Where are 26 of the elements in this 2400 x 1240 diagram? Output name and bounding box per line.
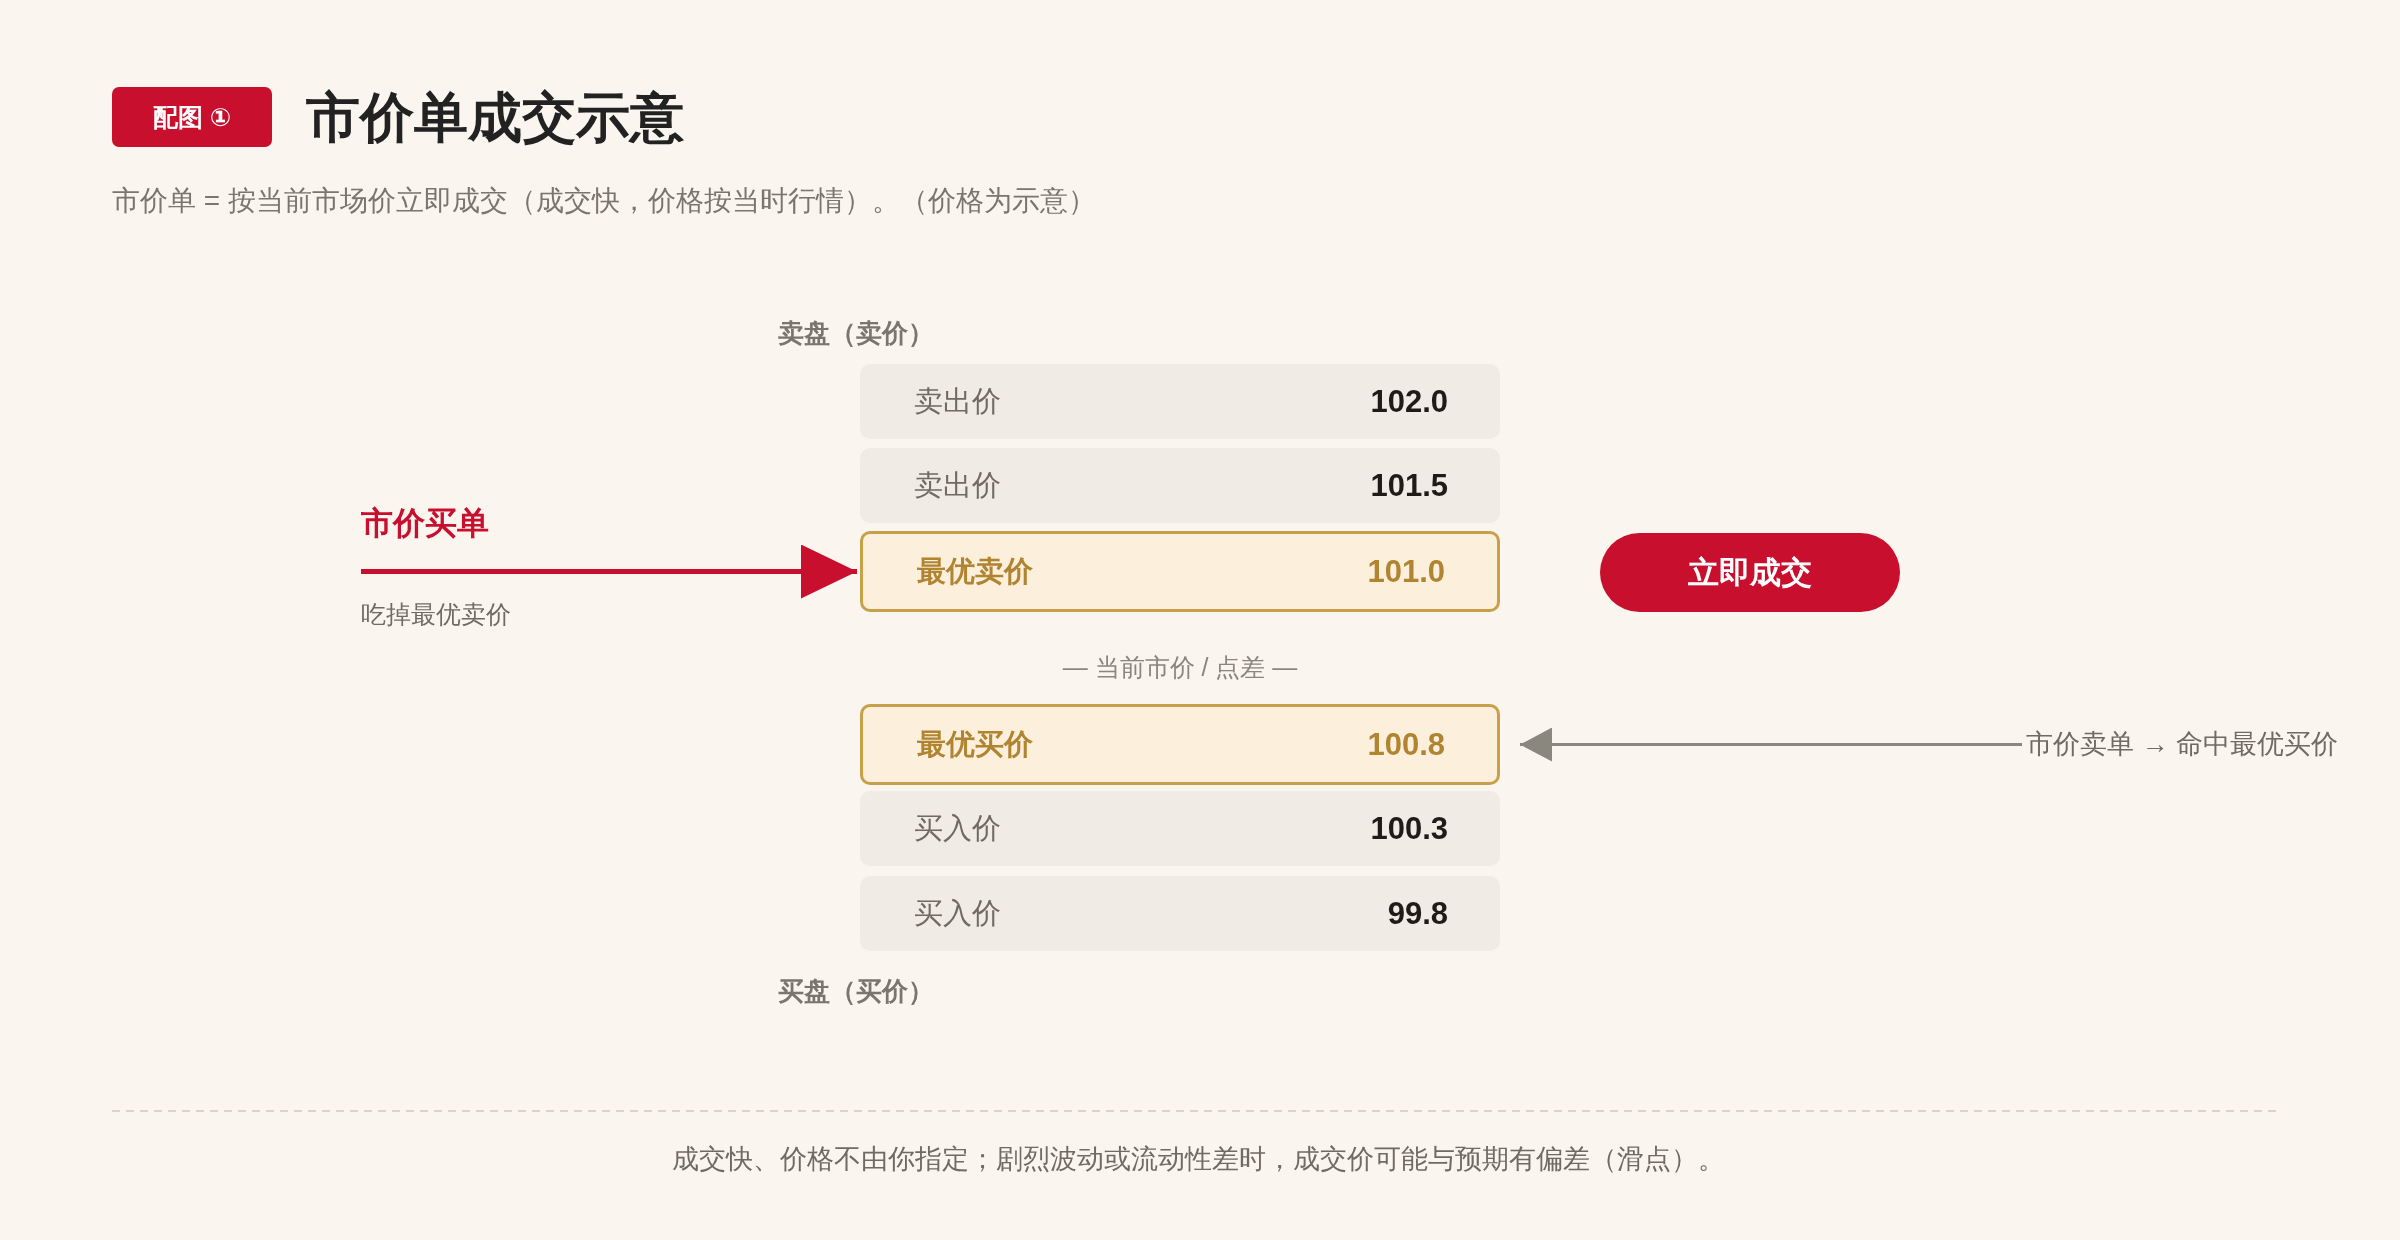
price-value: 101.5 — [1370, 467, 1448, 504]
price-label: 最优卖价 — [917, 553, 1033, 589]
title: 市价单成交示意 — [306, 86, 684, 149]
price-label: 买入价 — [914, 895, 1001, 931]
arrow — [1520, 727, 2022, 762]
footnote-text: 成交快、价格不由你指定；剧烈波动或流动性差时，成交价可能与预期有偏差（滑点）。 — [671, 1143, 1725, 1176]
price-label: 卖出价 — [914, 383, 1001, 419]
price-value: 101.0 — [1367, 553, 1445, 590]
figure-badge: 配图 ① — [112, 87, 272, 147]
price-value: 100.3 — [1370, 810, 1448, 847]
price-label: 卖出价 — [914, 467, 1001, 503]
spread-label: — 当前市价 / 点差 — — [1062, 652, 1298, 683]
section-heading: 卖盘（卖价） — [778, 317, 934, 350]
price-value: 100.8 — [1367, 726, 1445, 763]
subtitle-text: 市价单 = 按当前市场价立即成交（成交快，价格按当时行情）。（价格为示意） — [112, 184, 1096, 218]
price-label: 最优买价 — [917, 726, 1033, 762]
arrow-note: 吃掉最优卖价 — [361, 599, 511, 630]
arrow — [361, 544, 857, 599]
execute-button: 立即成交 — [1600, 533, 1900, 612]
price-value: 99.8 — [1387, 895, 1448, 932]
annotation-text: 市价卖单 → 命中最优买价 — [2026, 724, 2338, 764]
price-label: 买入价 — [914, 810, 1001, 846]
section-heading: 买盘（买价） — [778, 975, 934, 1008]
price-value: 102.0 — [1370, 383, 1448, 420]
price-row — [860, 531, 1500, 612]
price-row — [860, 704, 1500, 785]
